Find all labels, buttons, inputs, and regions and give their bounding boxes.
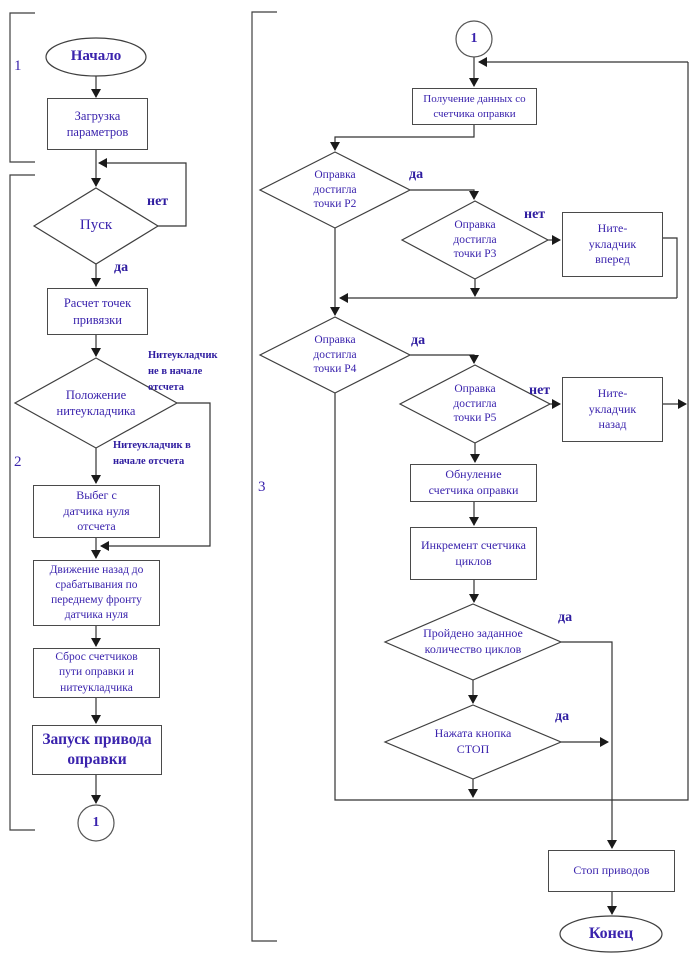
bracket-2-label: 2: [14, 454, 22, 470]
diamond-p4-shape: [258, 316, 412, 394]
node-stop-pressed-label: Нажата кнопка СТОП: [434, 726, 512, 756]
bracket-3-label: 3: [258, 479, 266, 495]
node-p4-label: Оправка достигла точки Р4: [313, 333, 357, 376]
edge-label-pusk-no: нет: [147, 194, 169, 209]
node-p3-label: Оправка достигла точки Р3: [453, 218, 497, 261]
connector-1-bottom-shape: [77, 804, 115, 842]
edge-getdata-to-p2: [330, 125, 475, 151]
edge-label-stop-yes: да: [555, 709, 570, 724]
node-calc-points: Расчет точек привязки: [47, 288, 148, 335]
connector-1-top-shape: [455, 20, 493, 58]
node-position-label: Положение нитеукладчика: [56, 387, 136, 418]
node-cycles-done-label: Пройдено заданное количество циклов: [423, 626, 523, 656]
node-pusk-label: Пуск: [79, 217, 113, 234]
diamond-p2-shape: [258, 151, 412, 229]
bracket-1-label: 1: [14, 58, 22, 74]
connector-1-bottom-label: 1: [92, 814, 100, 830]
node-start-drive: Запуск привода оправки: [32, 725, 162, 775]
node-start-label: Начало: [70, 48, 122, 65]
bracket-section-2: [9, 174, 35, 831]
edge-label-p2-yes: да: [409, 167, 424, 182]
node-p2-label: Оправка достигла точки Р2: [313, 168, 357, 211]
edge-label-pos-not-origin: Нитеукладчик не в начале отсчета: [148, 350, 218, 393]
node-get-data: Получение данных со счетчика оправки: [412, 88, 537, 125]
edge-label-pos-origin: Нитеукладчик в начале отсчета: [113, 440, 191, 467]
node-thread-back: Ните- укладчик назад: [562, 377, 663, 442]
edge-threadfwd-out: [663, 237, 678, 298]
end-terminator-shape: [559, 915, 663, 953]
edge-main-cycle-loop: [334, 62, 689, 801]
diamond-p3-shape: [400, 200, 550, 280]
edge-position-no-bypass: [100, 402, 211, 551]
node-p5-label: Оправка достигла точки Р5: [453, 382, 497, 425]
node-zero-counter: Обнуление счетчика оправки: [410, 464, 537, 502]
diamond-stop-shape: [383, 704, 563, 780]
node-stop-drives: Стоп приводов: [548, 850, 675, 892]
connector-1-top-label: 1: [470, 30, 478, 46]
edge-label-p5-no: нет: [529, 383, 551, 398]
bracket-section-1: [9, 12, 35, 163]
node-reset-counters: Сброс счетчиков пути оправки и нитеуклад…: [33, 648, 160, 698]
start-terminator-shape: [45, 37, 147, 77]
edge-cycles-yes: [561, 641, 617, 849]
bracket-section-3: [251, 11, 277, 942]
edge-label-cycles-yes: да: [558, 610, 573, 625]
edge-pusk-no-loop: [98, 158, 187, 227]
diamond-cycles-shape: [383, 603, 563, 681]
edge-label-pusk-yes: да: [114, 260, 129, 275]
edge-label-p3-no: нет: [524, 207, 546, 222]
edge-p4-yes: [410, 354, 479, 364]
node-load-params: Загрузка параметров: [47, 98, 148, 150]
edge-label-p4-yes: да: [411, 333, 426, 348]
node-move-back: Движение назад до срабатывания по передн…: [33, 560, 160, 626]
edge-p2-yes: [410, 189, 479, 200]
node-thread-fwd: Ните- укладчик вперед: [562, 212, 663, 277]
node-end-label: Конец: [588, 924, 634, 942]
diamond-position-shape: [13, 357, 179, 449]
node-incr-counter: Инкремент счетчика циклов: [410, 527, 537, 580]
diamond-p5-shape: [398, 364, 552, 444]
node-vybeg: Выбег с датчика нуля отсчета: [33, 485, 160, 538]
diamond-pusk-shape: [32, 187, 160, 265]
